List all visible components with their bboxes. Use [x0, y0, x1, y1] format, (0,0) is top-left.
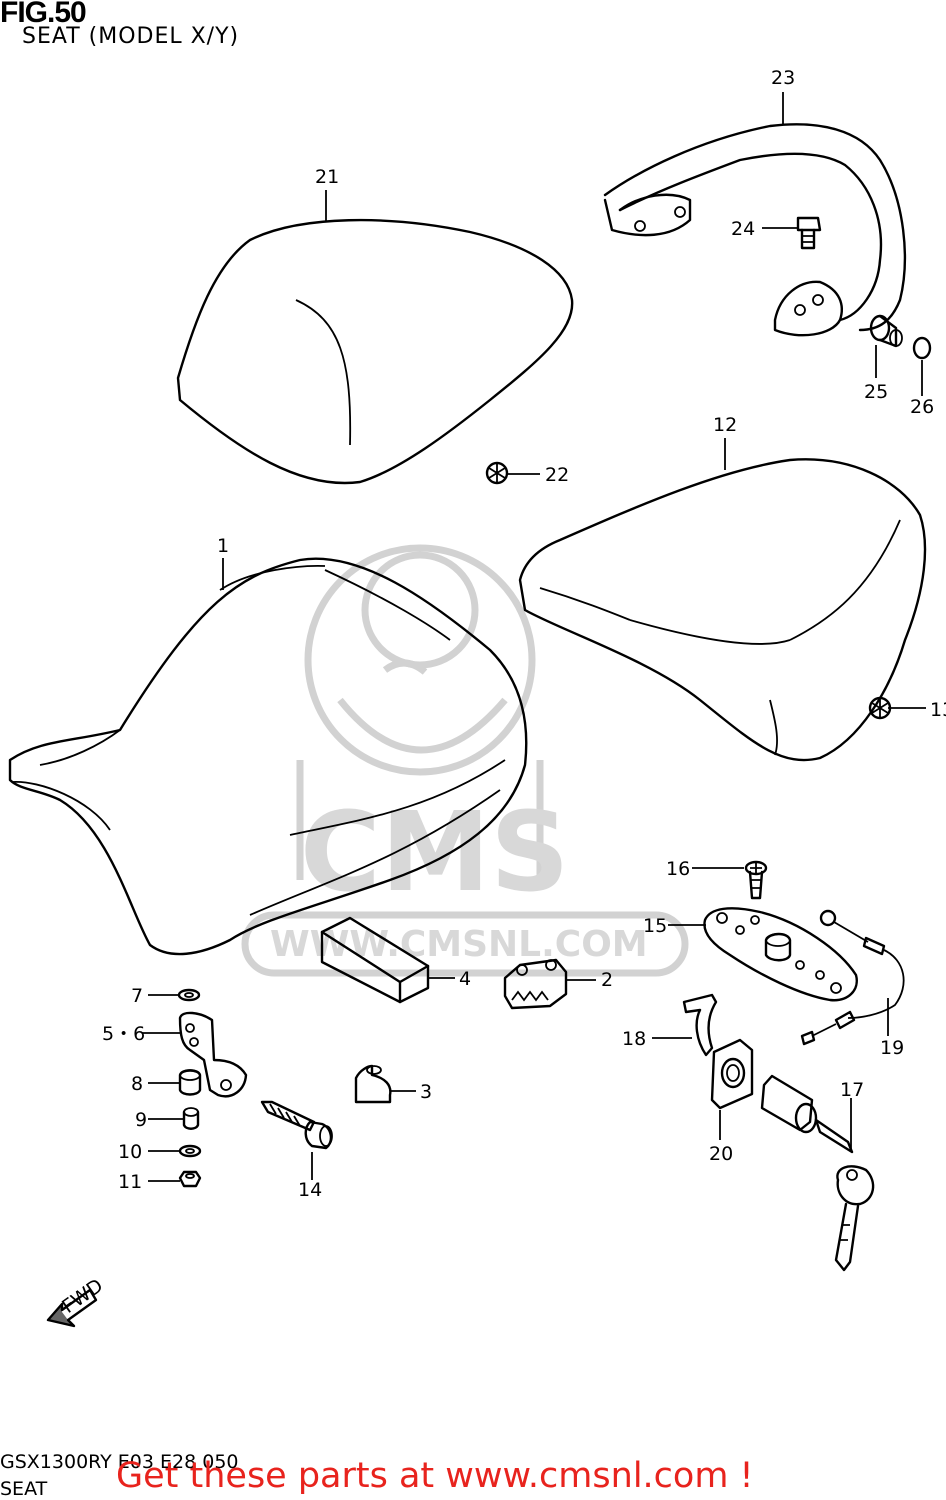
part-23-grab-rail: [603, 123, 907, 337]
part-24-bolt: [796, 216, 822, 250]
callout-1: 1: [217, 535, 229, 557]
callout-14: 14: [298, 1179, 322, 1201]
callout-5-6: 5・6: [102, 1023, 145, 1045]
callout-9: 9: [135, 1109, 147, 1131]
part-10-washer: [178, 1144, 202, 1158]
fwd-label: FWD: [58, 1275, 107, 1318]
callout-19: 19: [880, 1037, 904, 1059]
part-8-collar: [178, 1069, 202, 1096]
part-7-washer: [177, 988, 201, 1002]
callout-24: 24: [731, 218, 755, 240]
figure-subtitle: SEAT (MODEL X/Y): [22, 24, 240, 49]
cms-watermark: CMS WWW.CMSNL.COM: [241, 544, 689, 977]
part-9-spacer: [182, 1107, 200, 1130]
callout-8: 8: [131, 1073, 143, 1095]
callout-22: 22: [545, 464, 569, 486]
callout-2: 2: [601, 969, 613, 991]
part-1-front-seat: [8, 557, 528, 956]
callout-20: 20: [709, 1143, 733, 1165]
callout-labels: 1 2 3 4 5・6 7 8 9 10 11 12 13 14 15 16 1…: [102, 67, 946, 1201]
callout-16: 16: [666, 858, 690, 880]
callout-7: 7: [131, 985, 143, 1007]
callout-21: 21: [315, 166, 339, 188]
figure-number: FIG.50: [0, 0, 87, 29]
part-18-clip: [682, 993, 718, 1057]
watermark-url: WWW.CMSNL.COM: [270, 924, 648, 965]
part-15-lock-plate: [703, 907, 858, 1002]
callout-4: 4: [459, 968, 471, 990]
callout-15: 15: [643, 915, 667, 937]
part-17-lock-and-key: [760, 1074, 875, 1272]
part-3-cushion: [354, 1064, 392, 1104]
model-code: GSX1300RY E03 E28 050: [0, 1451, 239, 1473]
promo-link[interactable]: Get these parts at www.cmsnl.com !: [116, 1456, 754, 1496]
callout-10: 10: [118, 1141, 142, 1163]
part-26-cap: [912, 336, 932, 360]
callout-23: 23: [771, 67, 795, 89]
part-5-6-bracket: [178, 1011, 248, 1098]
part-2-cushion: [503, 958, 568, 1010]
fwd-arrow: FWD: [46, 1275, 107, 1328]
part-25-collar: [869, 314, 903, 348]
callout-25: 25: [864, 381, 888, 403]
callout-12: 12: [713, 414, 737, 436]
part-12-rear-seat: [518, 458, 927, 762]
callout-11: 11: [118, 1171, 142, 1193]
callout-13: 13: [930, 699, 946, 721]
part-22-grommet: [485, 461, 509, 485]
callout-18: 18: [622, 1028, 646, 1050]
callout-17: 17: [840, 1079, 864, 1101]
part-20-lock-plate: [710, 1038, 754, 1110]
section-name: SEAT: [0, 1478, 48, 1500]
part-21-seat-cowl: [176, 218, 574, 485]
part-16-screw: [744, 860, 768, 900]
part-19-cable: [800, 909, 905, 1046]
part-4-damper: [320, 916, 430, 1004]
callout-3: 3: [420, 1081, 432, 1103]
part-11-nut: [178, 1170, 202, 1188]
leader-lines: [142, 92, 926, 1182]
callout-26: 26: [910, 396, 934, 418]
part-14-bolt: [260, 1100, 333, 1150]
